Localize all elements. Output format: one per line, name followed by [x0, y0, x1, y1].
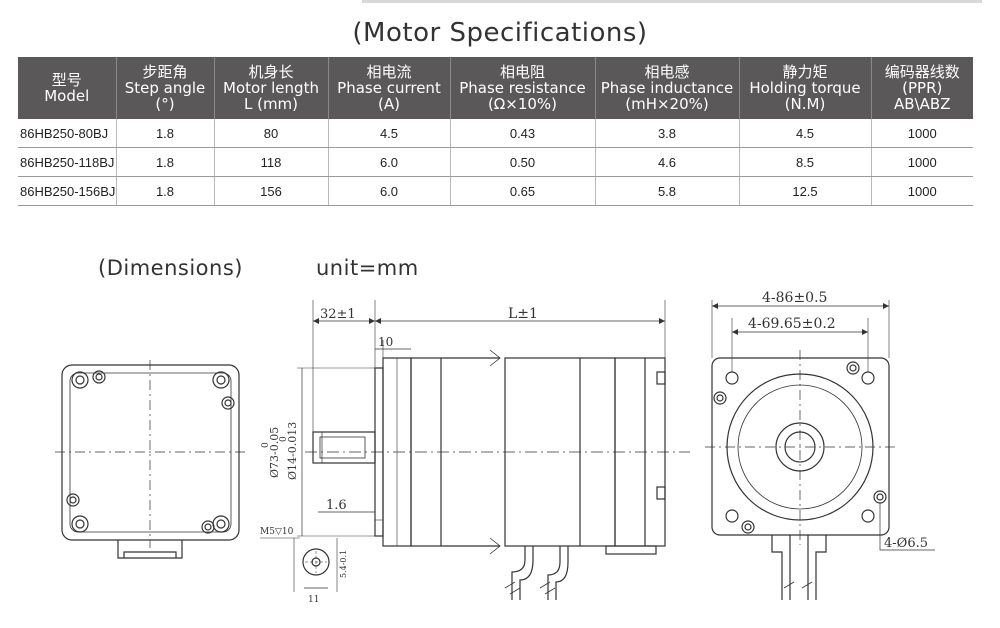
dim-hole-spacing: 4-69.65±0.2: [748, 316, 836, 332]
cell-model: 86HB250-80BJ: [18, 119, 116, 148]
table-row: 86HB250-80BJ 1.8 80 4.5 0.43 3.8 4.5 100…: [18, 119, 973, 148]
header-encoder: 编码器线数(PPR)AB\ABZ: [870, 57, 973, 119]
cell-phase-inductance: 4.6: [594, 147, 739, 177]
cell-phase-inductance: 5.8: [594, 176, 739, 206]
dimensions-drawing: 32±1 L±1 10 Ø73-0.05 0 Ø14-0.013 0 1.6 M…: [55, 290, 935, 605]
spec-title: (Motor Specifications): [352, 18, 648, 48]
cell-holding-torque: 12.5: [738, 176, 871, 206]
dim-boss-diameter: Ø73-0.05: [268, 427, 281, 478]
motor-side-view: [260, 300, 690, 600]
cell-phase-current: 4.5: [327, 119, 450, 148]
dim-boss-tol-upper: 0: [261, 442, 271, 448]
dim-shaft-diameter: Ø14-0.013: [286, 422, 299, 480]
dim-boss-height: 1.6: [326, 498, 347, 513]
cell-holding-torque: 8.5: [738, 147, 871, 177]
dimensions-title: (Dimensions): [98, 256, 243, 280]
cell-step-angle: 1.8: [115, 176, 214, 206]
dim-shaft-length: 32±1: [320, 307, 356, 322]
cell-motor-length: 118: [213, 147, 328, 177]
dim-mount-holes: 4-Ø6.5: [884, 536, 928, 551]
cell-phase-resistance: 0.65: [449, 176, 595, 206]
unit-label: unit=mm: [316, 256, 419, 280]
cell-motor-length: 80: [213, 119, 328, 148]
cell-phase-current: 6.0: [327, 176, 450, 206]
top-divider: [362, 0, 982, 3]
cell-encoder: 1000: [870, 176, 973, 206]
dim-square-size: 4-86±0.5: [762, 290, 827, 306]
cell-holding-torque: 4.5: [738, 119, 871, 148]
motor-back-view: [55, 360, 245, 559]
dim-thread: M5▽10: [260, 527, 294, 537]
cell-model: 86HB250-156BJ: [18, 176, 116, 206]
cell-step-angle: 1.8: [115, 119, 214, 148]
cell-encoder: 1000: [870, 119, 973, 148]
cell-motor-length: 156: [213, 176, 328, 206]
cell-phase-resistance: 0.43: [449, 119, 595, 148]
dim-key-width: 11: [308, 595, 319, 605]
cell-phase-current: 6.0: [327, 147, 450, 177]
cell-phase-resistance: 0.50: [449, 147, 595, 177]
cell-model: 86HB250-118BJ: [18, 147, 116, 177]
cell-phase-inductance: 3.8: [594, 119, 739, 148]
dim-key-depth: 5.4-0.1: [339, 550, 348, 578]
table-row: 86HB250-156BJ 1.8 156 6.0 0.65 5.8 12.5 …: [18, 176, 973, 206]
motor-front-view: [705, 300, 935, 600]
dim-body-length: L±1: [508, 306, 538, 322]
cell-step-angle: 1.8: [115, 147, 214, 177]
table-row: 86HB250-118BJ 1.8 118 6.0 0.50 4.6 8.5 1…: [18, 147, 973, 177]
cell-encoder: 1000: [870, 147, 973, 177]
dim-shaft-tol-upper: 0: [279, 436, 289, 442]
dim-flange-thickness: 10: [378, 335, 393, 349]
